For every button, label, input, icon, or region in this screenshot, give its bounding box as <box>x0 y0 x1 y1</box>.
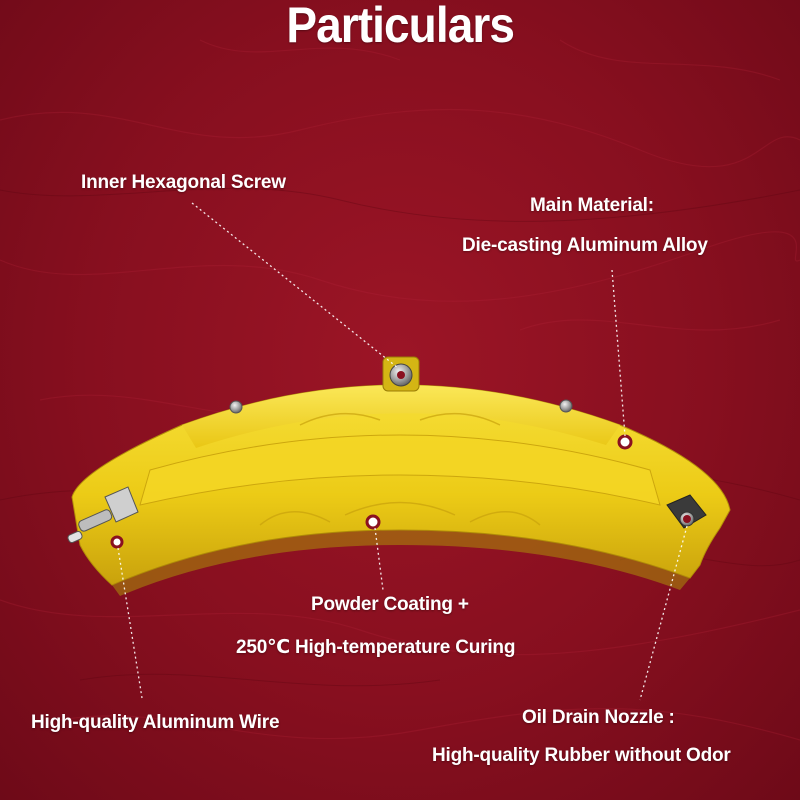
callout-dot-nozzle <box>683 515 691 523</box>
callout-leader-lines <box>117 202 688 701</box>
caliper-inner-edge <box>112 530 690 596</box>
caliper-center-band <box>139 434 661 506</box>
label-aluminum-wire: High-quality Aluminum Wire <box>31 712 280 733</box>
callout-dot-screw <box>397 371 405 379</box>
aluminum-wire-fitting-icon <box>67 486 139 544</box>
label-inner-hexagonal-screw: Inner Hexagonal Screw <box>81 172 286 193</box>
label-main-material-value: Die-casting Aluminum Alloy <box>462 235 708 256</box>
piston-bumps <box>259 412 541 526</box>
callout-dot-material <box>617 434 633 450</box>
label-main-material-heading: Main Material: <box>530 195 654 216</box>
label-coating-line1: Powder Coating + <box>311 594 469 615</box>
label-coating-line2: 250℃ High-temperature Curing <box>236 637 516 658</box>
page-title: Particulars <box>286 0 515 53</box>
label-oil-drain-nozzle-heading: Oil Drain Nozzle : <box>522 707 675 728</box>
callout-dot-coating <box>365 514 381 530</box>
bolt-left-icon <box>229 400 243 414</box>
callout-dot-wire <box>110 535 124 549</box>
caliper-top-ridge <box>182 385 620 448</box>
label-oil-drain-nozzle-value: High-quality Rubber without Odor <box>432 745 731 766</box>
bolt-right-icon <box>559 399 573 413</box>
